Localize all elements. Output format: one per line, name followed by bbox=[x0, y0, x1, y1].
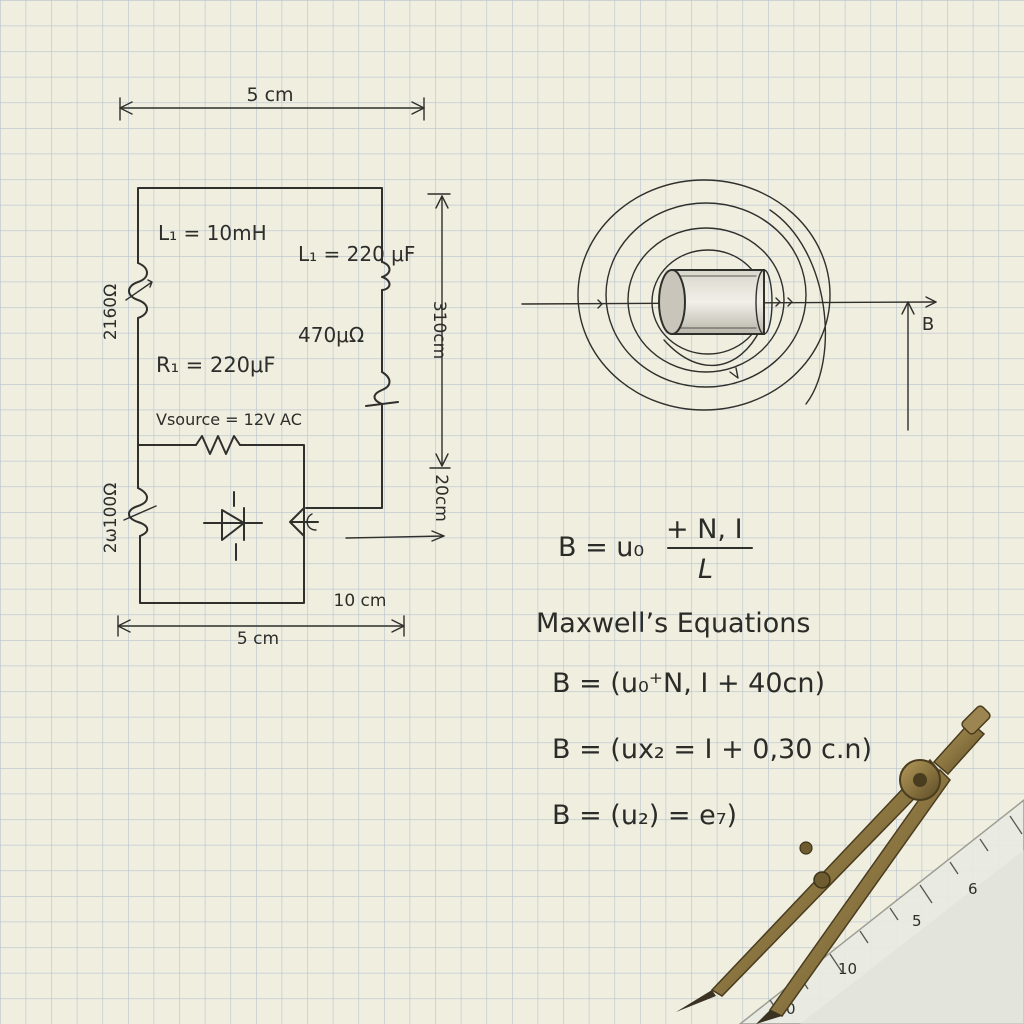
field-loop-2 bbox=[605, 202, 807, 388]
inductor-label: L₁ = 10mH bbox=[158, 221, 267, 245]
right-resistor-bar bbox=[365, 401, 399, 407]
field-spiral-tail bbox=[769, 209, 827, 405]
circuit-diagram: 5 cm bbox=[101, 84, 451, 649]
main-equation-denominator: L bbox=[698, 554, 713, 585]
ruler-tick-label: 0 bbox=[786, 1000, 796, 1018]
right-capacitor-coil bbox=[381, 261, 391, 291]
magnetic-field-diagram: B bbox=[521, 179, 937, 431]
field-loop-outer bbox=[577, 179, 831, 411]
lower-right-arrow bbox=[345, 530, 445, 542]
top-dimension-arrow bbox=[119, 97, 425, 121]
right-lower-dimension-label: 20cm bbox=[431, 474, 451, 522]
right-resistor bbox=[373, 371, 391, 409]
field-loop-inner bbox=[663, 329, 761, 367]
field-arrow-icon bbox=[729, 367, 739, 379]
equations-heading: Maxwell’s Equations bbox=[536, 608, 810, 639]
axis-tick-marks bbox=[597, 297, 793, 309]
ruler-tick-label: 10 bbox=[838, 960, 857, 978]
resistor-label: R₁ = 220μF bbox=[156, 353, 275, 377]
bottom-right-dimension-label: 10 cm bbox=[334, 591, 387, 611]
left-lower-resistor bbox=[128, 487, 149, 537]
field-axis-arrow-icon bbox=[925, 296, 937, 308]
field-loop-3 bbox=[627, 227, 785, 373]
b-vector-arrow-icon bbox=[901, 301, 915, 315]
equation-1: B = (u₀⁺N, I + 40cn) bbox=[552, 668, 825, 699]
capacitor-label: L₁ = 220 μF bbox=[298, 242, 415, 266]
switch-component-icon bbox=[289, 507, 319, 537]
source-resistor bbox=[195, 435, 241, 455]
solenoid-icon bbox=[658, 269, 773, 335]
bottom-dimension-arrow bbox=[117, 615, 405, 637]
ruler-tick-label: 6 bbox=[968, 880, 978, 898]
field-axis-label: B bbox=[922, 314, 934, 335]
compass-icon bbox=[676, 705, 991, 1024]
wire-inner-loop bbox=[139, 444, 305, 604]
ruler-ticks bbox=[769, 815, 1023, 1013]
wire-top bbox=[137, 187, 383, 264]
source-label: Vsource = 12V AC bbox=[156, 410, 302, 429]
resistor-right-label: 470μΩ bbox=[298, 323, 364, 347]
main-equation-numerator: + N, I bbox=[666, 514, 743, 545]
variable-arrow-icon bbox=[125, 279, 153, 301]
ruler-tick-label: 5 bbox=[912, 912, 922, 930]
top-dimension-label: 5 cm bbox=[246, 84, 293, 106]
equation-2: B = (ux₂ = I + 0,30 c.n) bbox=[552, 734, 872, 765]
equations-block: B = u₀ + N, I L Maxwell’s Equations B = … bbox=[536, 514, 872, 831]
equation-3: B = (u₂) = e₇) bbox=[552, 800, 737, 831]
bottom-dimension-label: 5 cm bbox=[237, 629, 279, 649]
variable-arrow-lower-icon bbox=[123, 505, 157, 521]
left-upper-value-label: 2160Ω bbox=[101, 284, 121, 340]
right-dimension-label: 310cm bbox=[429, 301, 449, 359]
right-dimension-arrow bbox=[427, 193, 451, 469]
left-upper-resistor bbox=[128, 262, 148, 326]
left-lower-value-label: 2ω100Ω bbox=[101, 483, 121, 554]
wire-right-low bbox=[305, 407, 383, 509]
diode-symbol-icon bbox=[203, 491, 263, 561]
main-equation-lhs: B = u₀ bbox=[558, 532, 644, 563]
